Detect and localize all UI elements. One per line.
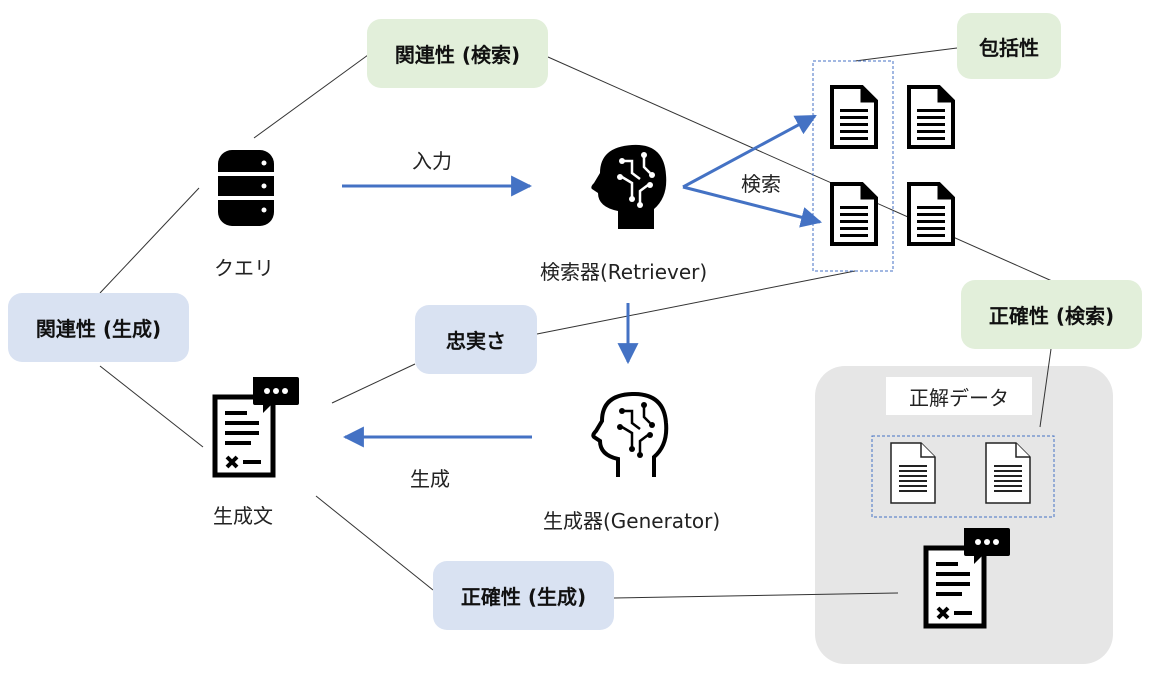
accuracy-search-box: 正確性 (検索) [961, 280, 1142, 349]
ground-truth-docs-frame [871, 435, 1055, 518]
search-edge-label: 検索 [741, 172, 781, 196]
ai-head-icon [591, 391, 669, 477]
ground-truth-title: 正解データ [886, 377, 1032, 415]
document-icon [890, 442, 936, 504]
document-icon [830, 182, 878, 246]
relevance-search-box: 関連性 (検索) [367, 19, 548, 88]
database-icon [217, 150, 275, 226]
document-icon [907, 182, 955, 246]
relevance-generation-box: 関連性 (生成) [8, 293, 189, 362]
document-icon [907, 85, 955, 149]
document-icon [830, 85, 878, 149]
query-label: クエリ [214, 256, 274, 280]
generate-edge-label: 生成 [410, 467, 450, 491]
comprehensiveness-box: 包括性 [957, 13, 1061, 79]
faithfulness-box: 忠実さ [415, 305, 537, 374]
input-edge-label: 入力 [412, 149, 452, 173]
search-arrow-down [682, 185, 823, 228]
document-chat-icon [926, 528, 1010, 626]
search-arrow-up [682, 114, 817, 189]
generated-text-label: 生成文 [213, 504, 273, 528]
retrieved-docs-frame [812, 60, 894, 272]
retriever-label: 検索器(Retriever) [540, 260, 708, 284]
document-chat-icon [215, 377, 299, 475]
connector-lines [99, 47, 1053, 599]
document-icon [985, 442, 1031, 504]
flow-arrows [342, 114, 823, 448]
accuracy-generation-box: 正確性 (生成) [433, 561, 614, 630]
ai-head-icon [591, 144, 667, 229]
generator-label: 生成器(Generator) [543, 509, 721, 533]
